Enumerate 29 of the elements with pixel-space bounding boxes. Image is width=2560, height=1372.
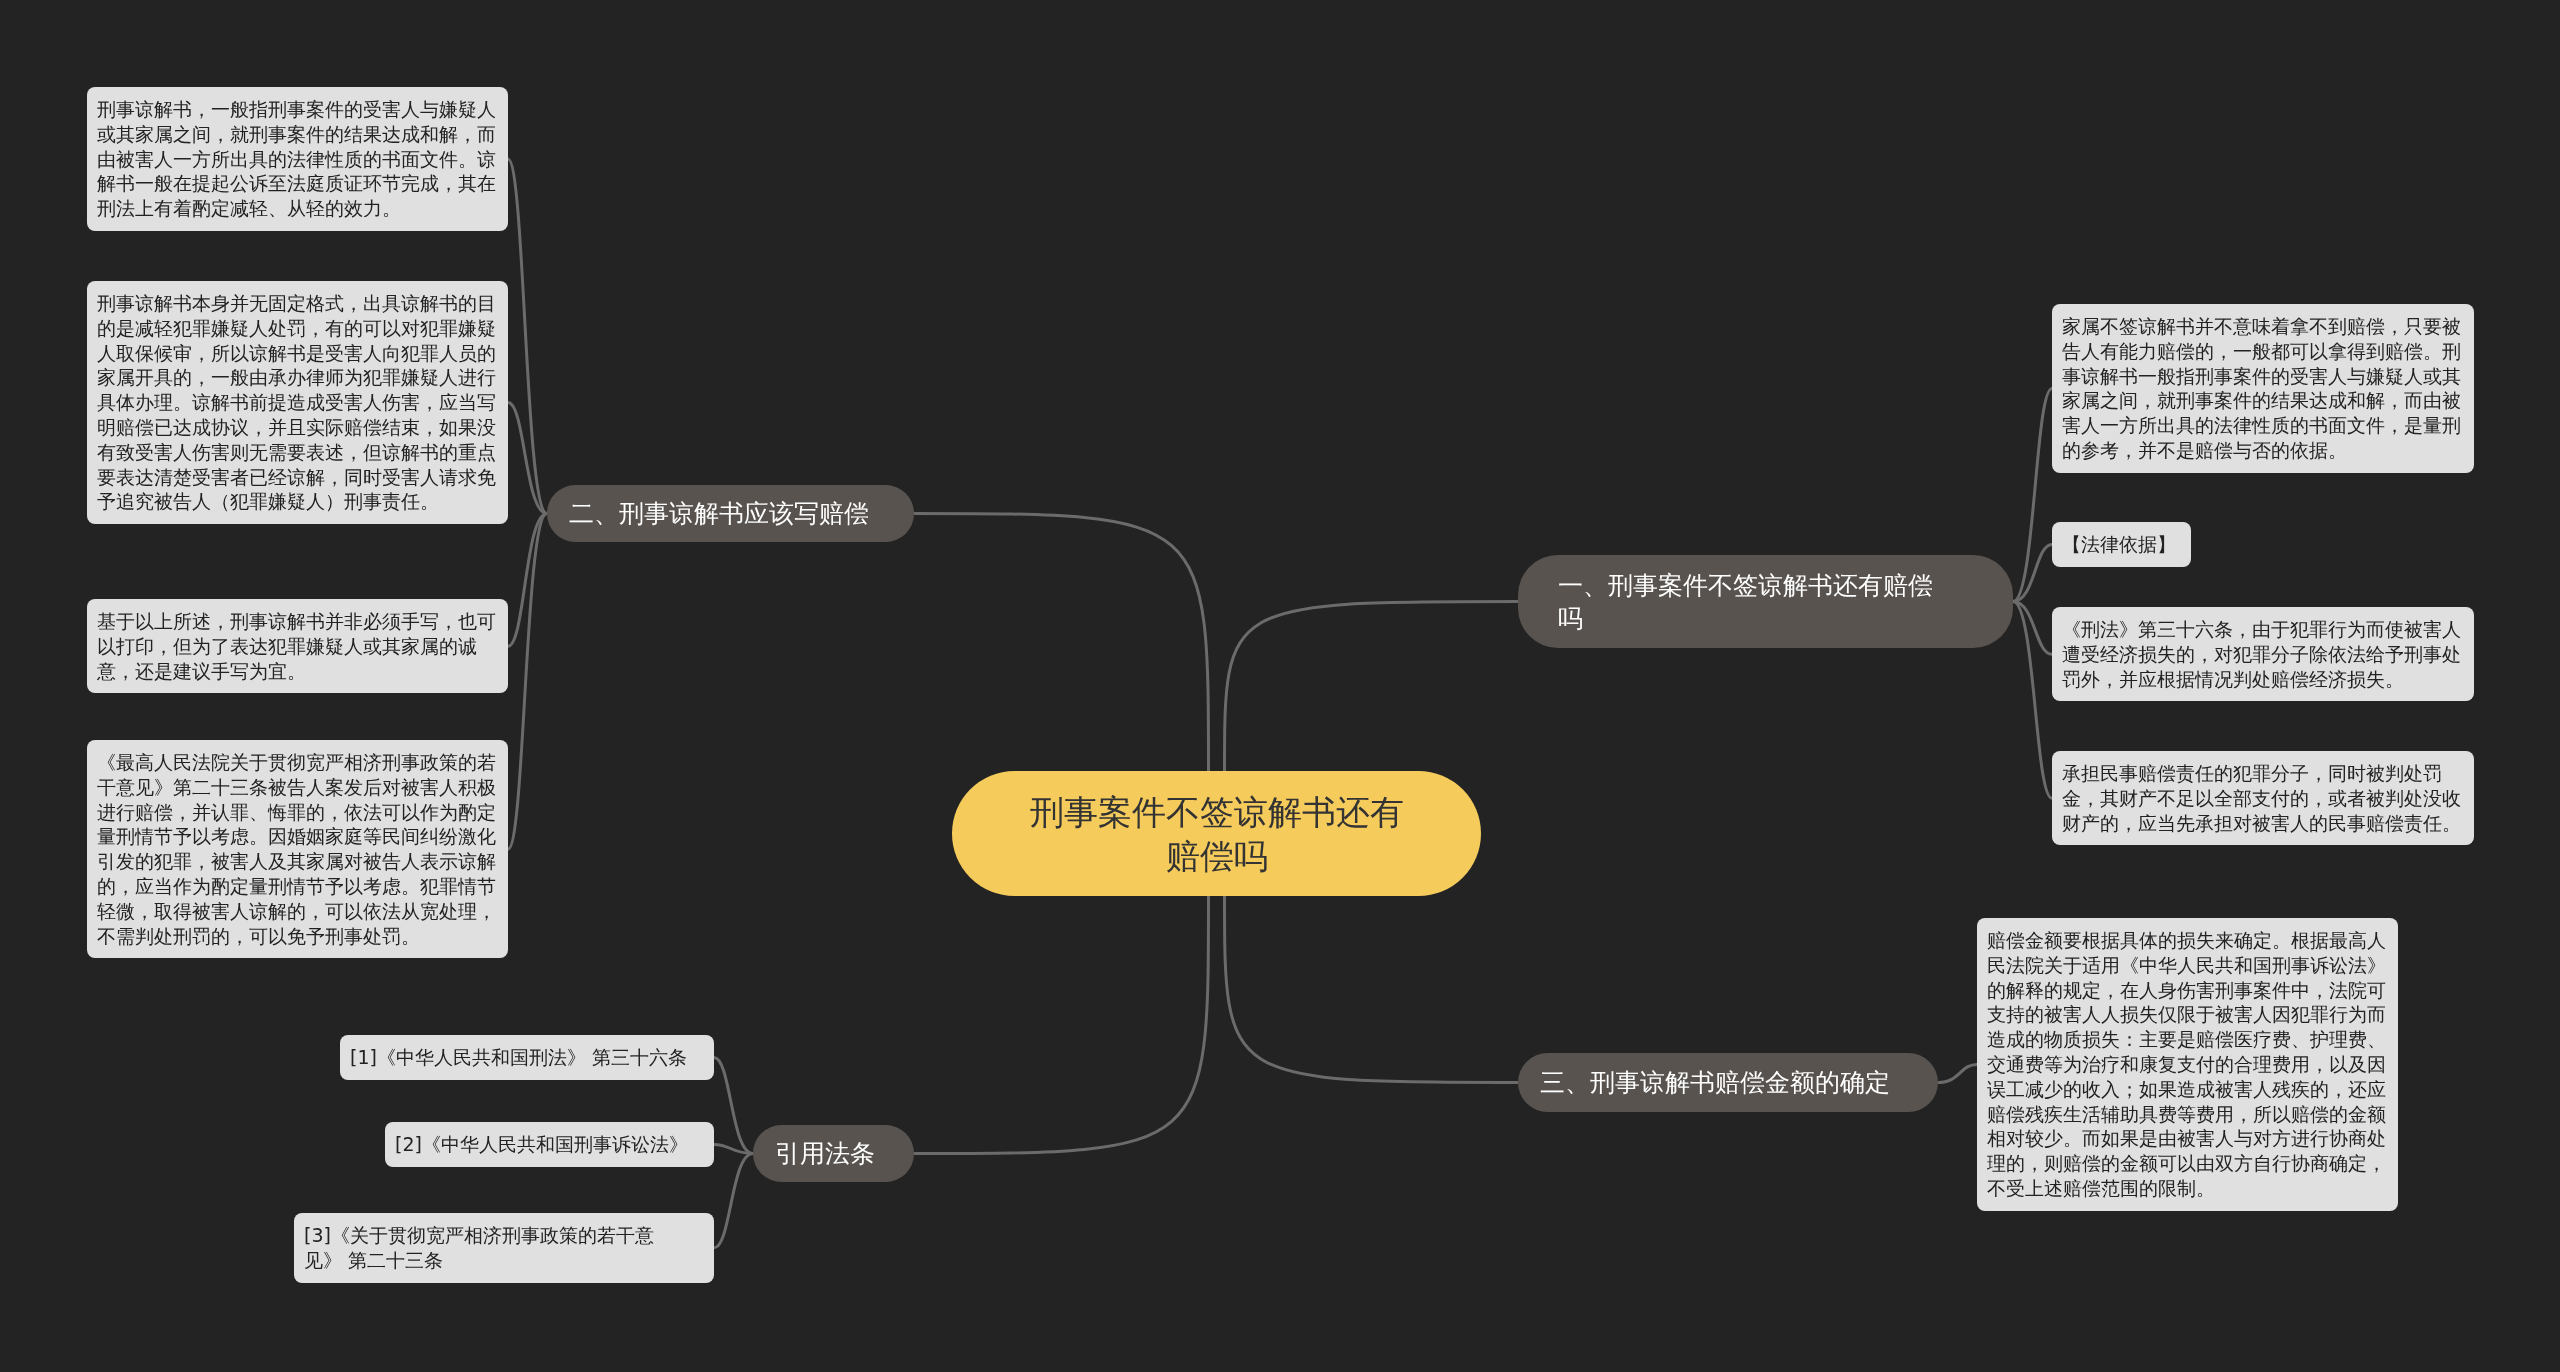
connector-line [2012,600,2053,656]
topic-box: 引用法条 [753,1125,914,1182]
note-box: 基于以上所述，刑事谅解书并非必须手写，也可以打印，但为了表达犯罪嫌疑人或其家属的诚意，还是建议手写为宜。 [87,599,508,694]
connector-line [2012,600,2054,800]
connector-line [1223,600,1518,771]
note-box: 赔偿金额要根据具体的损失来确定。根据最高人民法院关于适用《中华人民共和国刑事诉讼法》的解释的规定，在人身伤害刑事案件中，法院可支持的被害人人损失仅限于被害人因犯罪行为而造成的物质损失：主要是赔偿医疗费、护理费、交通费等为治疗和康复支付的合理费用，以及因误工减少的收入；如果造成被害人残疾的，还应赔偿残疾生活辅助具费等费用，所以赔偿的金额相对较少。而如果是由被害人与对方进行协商处理的，则赔偿的金额可以由双方自行协商确定，不受上述赔偿范围的限制。 [1977,918,2398,1211]
connector-line [506,158,549,515]
note-box: 《刑法》第三十六条，由于犯罪行为而使被害人遭受经济损失的，对犯罪分子除依法给予刑事处罚外，并应根据情况判处赔偿经济损失。 [2052,607,2474,702]
connector-line [506,512,549,850]
connector-line [1937,1062,1978,1084]
note-box: 《最高人民法院关于贯彻宽严相济刑事政策的若干意见》第二十三条被告人案发后对被害人积极进行赔偿，并认罪、悔罪的，依法可以作为酌定量刑情节予以考虑。因婚姻家庭等民间纠纷激化引发的犯罪，被害人及其家属对被告人表示谅解的，应当作为酌定量刑情节予以考虑。犯罪情节轻微，取得被害人谅解的，可以依法从宽处理，不需判处刑罚的，可以免予刑事处罚。 [87,740,508,959]
note-box: 承担民事赔偿责任的犯罪分子，同时被判处罚金，其财产不足以全部支付的，或者被判处没收财产的，应当先承担对被害人的民事赔偿责任。 [2052,751,2474,846]
note-box: [3]《关于贯彻宽严相济刑事政策的若干意见》 第二十三条 [294,1213,714,1283]
note-box: 刑事谅解书，一般指刑事案件的受害人与嫌疑人或其家属之间，就刑事案件的结果达成和解，而由被害人一方所出具的法律性质的书面文件。谅解书一般在提起公诉至法庭质证环节完成，其在刑法上有着酌定减轻、从轻的效力。 [87,87,508,231]
connector-line [713,1056,754,1155]
connector-line [2012,387,2054,603]
connector-line [914,512,1210,771]
note-box: [2]《中华人民共和国刑事诉讼法》 [385,1122,714,1167]
note-box: [1]《中华人民共和国刑法》 第三十六条 [340,1035,714,1080]
topic-box: 一、刑事案件不签谅解书还有赔偿吗 [1518,555,2013,648]
note-box: 家属不签谅解书并不意味着拿不到赔偿，只要被告人有能力赔偿的，一般都可以拿得到赔偿。刑事谅解书一般指刑事案件的受害人与嫌疑人或其家属之间，就刑事案件的结果达成和解，而由被害人一方所出具的法律性质的书面文件，是量刑的参考，并不是赔偿与否的依据。 [2052,304,2474,473]
topic-box: 三、刑事谅解书赔偿金额的确定 [1518,1053,1938,1112]
central-topic: 刑事案件不签谅解书还有赔偿吗 [952,771,1481,896]
note-box: 【法律依据】 [2052,522,2191,567]
topic-box: 二、刑事谅解书应该写赔偿 [547,485,914,542]
connector-line [1223,896,1518,1084]
connector-line [914,896,1210,1155]
connector-line [713,1152,754,1250]
note-box: 刑事谅解书本身并无固定格式，出具谅解书的目的是减轻犯罪嫌疑人处罚，有的可以对犯罪嫌疑人取保候审，所以谅解书是受害人向犯罪人员的家属开具的，一般由承办律师为犯罪嫌疑人进行具体办理。谅解书前提造成受害人伤害，应当写明赔偿已达成协议，并且实际赔偿结束，如果没有致受害人伤害则无需要表述，但谅解书的重点要表达清楚受害者已经谅解，同时受害人请求免予追究被告人（犯罪嫌疑人）刑事责任。 [87,281,508,525]
